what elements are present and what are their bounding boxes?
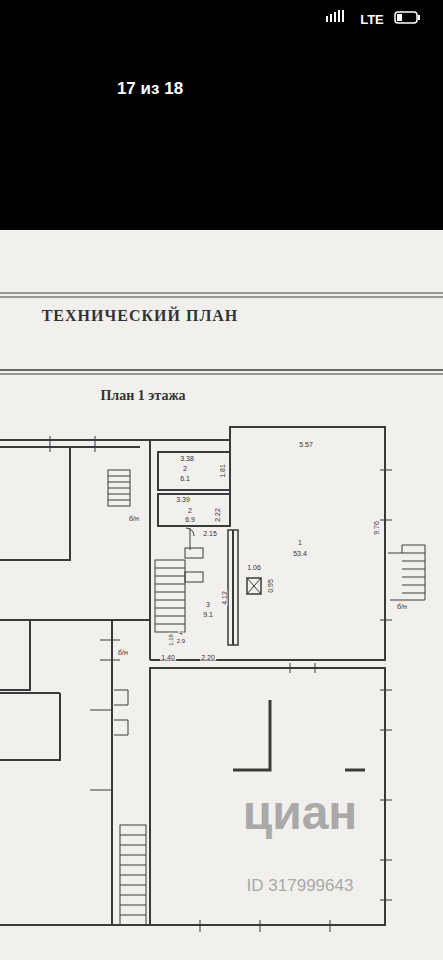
dimension: 2.22 xyxy=(214,507,221,523)
dimension: 0.95 xyxy=(267,578,274,594)
dimension: 1.18 xyxy=(168,633,174,647)
watermark-id: ID 317999643 xyxy=(247,877,354,894)
room-number: 3 xyxy=(205,601,211,608)
plan-title: ТЕХНИЧЕСКИЙ ПЛАН xyxy=(41,308,240,324)
room-number: 1 xyxy=(297,539,303,546)
dimension: 2.20 xyxy=(200,654,216,661)
door-mark: б/н xyxy=(117,649,129,656)
watermark: циан xyxy=(243,789,358,837)
room-area: 53.4 xyxy=(292,550,308,557)
room-area: 2.9 xyxy=(176,638,186,644)
dimension: 3.39 xyxy=(175,496,191,503)
room-number: 2 xyxy=(182,465,188,472)
dimension: 2.15 xyxy=(202,530,218,537)
dimension: 4.12 xyxy=(221,590,228,606)
dimension: 1.81 xyxy=(219,463,226,479)
door-mark: б/н xyxy=(396,603,408,610)
page-counter: 17 из 18 xyxy=(117,80,183,97)
dimension: 1.06 xyxy=(246,564,262,571)
room-area: 6.1 xyxy=(179,475,191,482)
room-area: 9.1 xyxy=(202,611,214,618)
door-mark: б/н xyxy=(128,515,140,522)
room-number: 4 xyxy=(178,630,183,636)
dimension: 5.57 xyxy=(298,441,314,448)
dimension: 3.38 xyxy=(179,455,195,462)
floor-title: План 1 этажа xyxy=(99,389,186,403)
dimension: 9.76 xyxy=(373,520,380,536)
dimension: 1.40 xyxy=(160,654,176,661)
room-area: 6.9 xyxy=(184,516,196,523)
status-text: LTE xyxy=(360,13,384,26)
room-number: 2 xyxy=(187,507,193,514)
